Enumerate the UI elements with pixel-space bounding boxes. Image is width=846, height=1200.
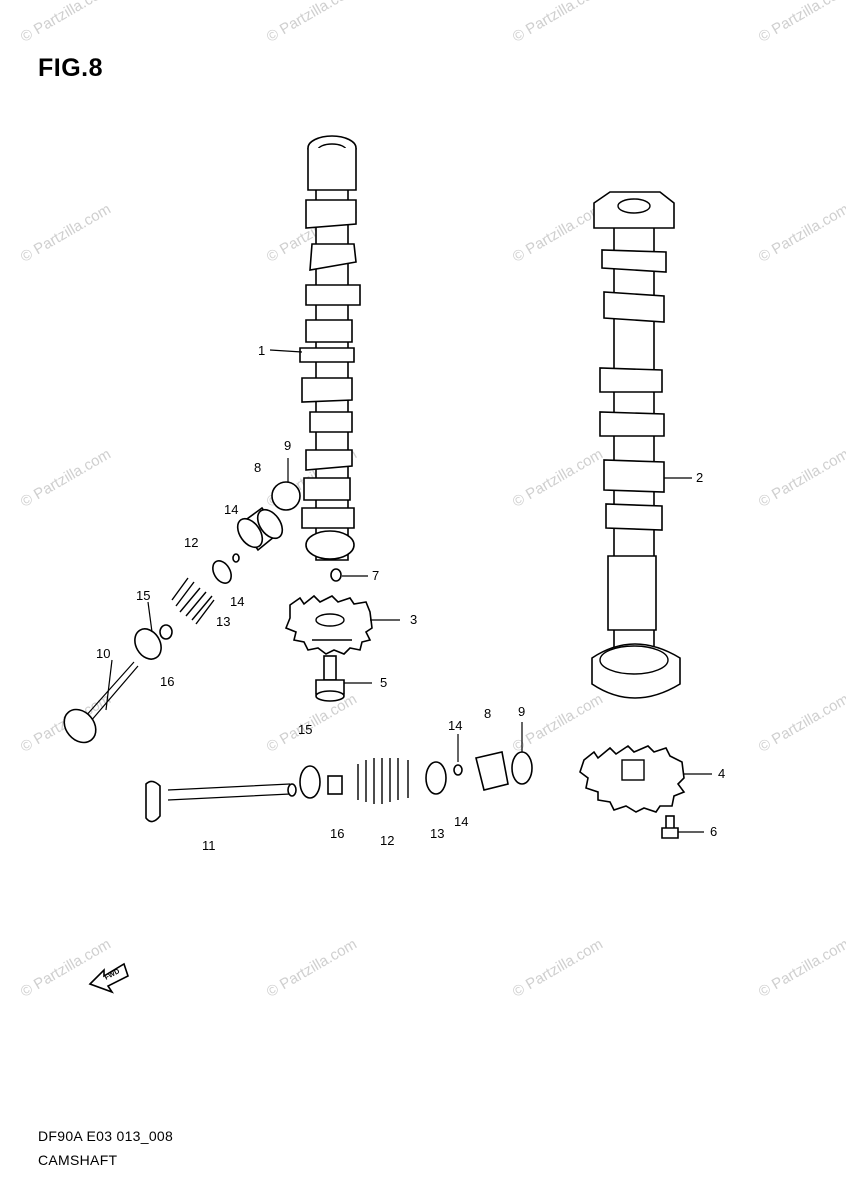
valve-upper[interactable] [58, 661, 139, 749]
camshaft-sprocket-exhaust[interactable] [579, 744, 686, 813]
valve-lifter-shim-upper[interactable] [233, 481, 301, 552]
callout-label[interactable]: 14 [230, 594, 244, 609]
sprocket-bolt-exhaust[interactable] [661, 815, 679, 839]
callout-label[interactable]: 12 [380, 833, 394, 848]
callout-label[interactable]: 2 [696, 470, 703, 485]
callout-label[interactable]: 8 [484, 706, 491, 721]
callout-label[interactable]: 14 [224, 502, 238, 517]
callout-label[interactable]: 10 [96, 646, 110, 661]
valve-spring-lower[interactable] [299, 758, 463, 804]
callout-label[interactable]: 9 [518, 704, 525, 719]
forward-direction-arrow [88, 962, 129, 994]
valve-lower[interactable] [145, 780, 297, 823]
callout-label[interactable]: 6 [710, 824, 717, 839]
callout-label[interactable]: 12 [184, 535, 198, 550]
figure-title: FIG.8 [38, 54, 104, 82]
figure-name: CAMSHAFT [38, 1152, 118, 1168]
callout-label[interactable]: 11 [202, 838, 216, 853]
dowel-pin[interactable] [330, 568, 342, 582]
callout-label[interactable]: 4 [718, 766, 725, 781]
callout-label[interactable]: 8 [254, 460, 261, 475]
callout-label[interactable]: 15 [298, 722, 312, 737]
valve-spring-upper[interactable] [130, 553, 240, 664]
callout-label[interactable]: 13 [216, 614, 230, 629]
sprocket-bolt-intake[interactable] [315, 655, 345, 702]
figure-code: DF90A E03 013_008 [38, 1128, 174, 1144]
callout-label[interactable]: 3 [410, 612, 417, 627]
callout-label[interactable]: 16 [330, 826, 344, 841]
callout-label[interactable]: 14 [454, 814, 468, 829]
callout-label[interactable]: 1 [258, 343, 265, 358]
callout-label[interactable]: 9 [284, 438, 291, 453]
camshaft-intake[interactable] [299, 135, 361, 561]
valve-lifter-shim-lower[interactable] [475, 751, 533, 791]
camshaft-sprocket-intake[interactable] [284, 594, 373, 655]
callout-label[interactable]: 7 [372, 568, 379, 583]
callout-label[interactable]: 14 [448, 718, 462, 733]
camshaft-exhaust[interactable] [591, 191, 681, 699]
callout-label[interactable]: 13 [430, 826, 444, 841]
callout-label[interactable]: 5 [380, 675, 387, 690]
callout-label[interactable]: 15 [136, 588, 150, 603]
callout-label[interactable]: 16 [160, 674, 174, 689]
